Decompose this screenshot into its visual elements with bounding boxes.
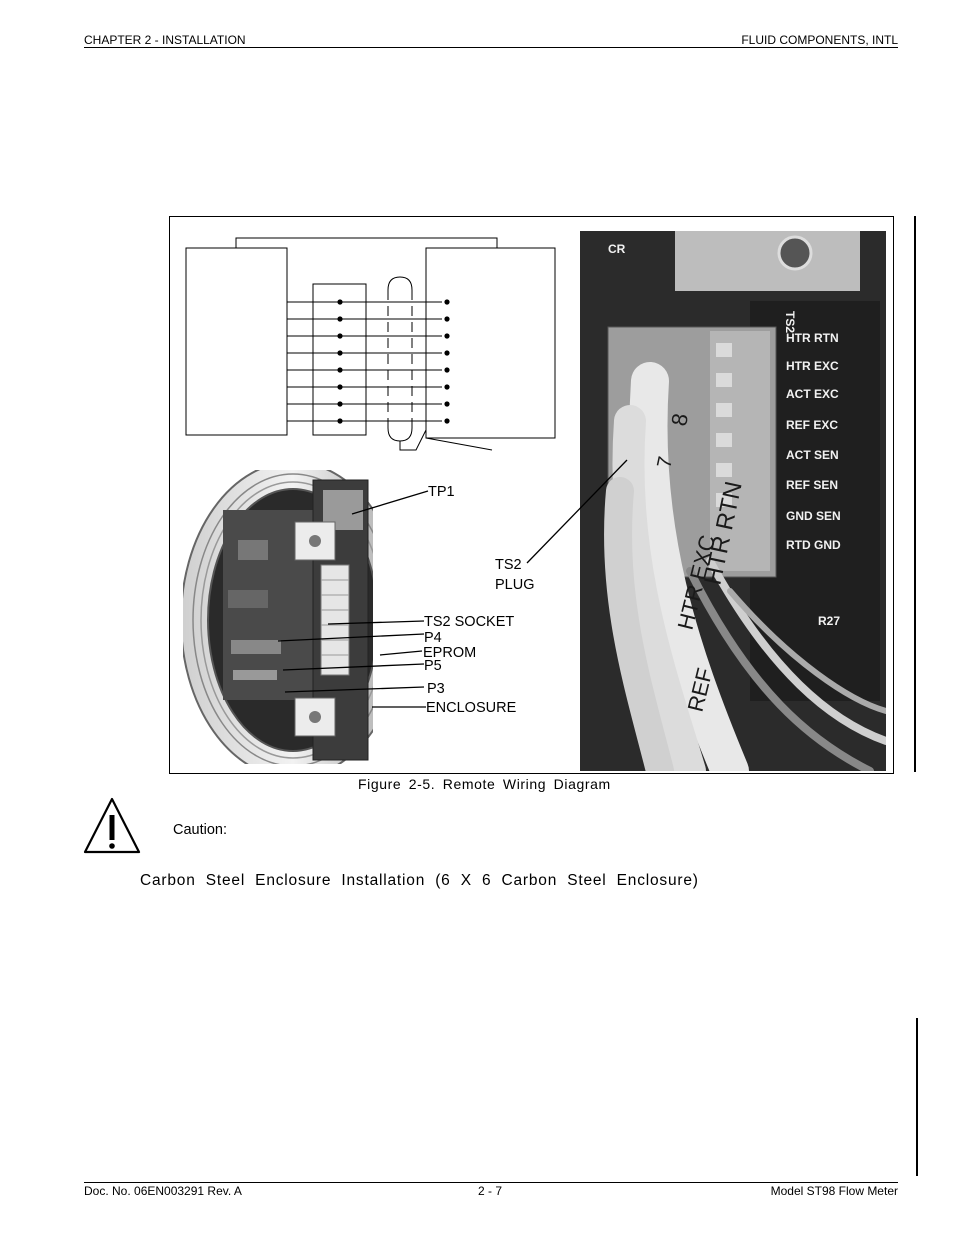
callout-ts2-plug-line2: PLUG <box>495 577 535 593</box>
callout-p3: P3 <box>427 681 445 697</box>
footer-right: Model ST98 Flow Meter <box>770 1184 898 1198</box>
change-bar-bottom <box>916 1018 918 1176</box>
figure-caption: Figure 2-5. Remote Wiring Diagram <box>358 776 611 792</box>
terminal-label-rtd-gnd: RTD GND <box>786 538 841 552</box>
footer-left: Doc. No. 06EN003291 Rev. A <box>84 1184 242 1198</box>
terminal-label-gnd-sen: GND SEN <box>786 509 841 523</box>
wire-label-8: 8 <box>666 411 693 427</box>
terminal-label-act-sen: ACT SEN <box>786 448 839 462</box>
wiring-schematic <box>185 237 556 451</box>
header-rule <box>84 47 898 48</box>
terminal-label-act-exc: ACT EXC <box>786 387 839 401</box>
callout-eprom: EPROM <box>423 645 477 661</box>
terminal-label-htr-rtn: HTR RTN <box>786 331 839 345</box>
terminal-label-ts2: TS2 <box>783 311 797 333</box>
callout-p4: P4 <box>424 630 442 646</box>
section-heading: Carbon Steel Enclosure Installation (6 X… <box>140 872 699 889</box>
header-left: CHAPTER 2 - INSTALLATION <box>84 33 246 47</box>
header-right: FLUID COMPONENTS, INTL <box>741 33 898 47</box>
terminal-label-ref-sen: REF SEN <box>786 478 838 492</box>
callout-ts2-socket: TS2 SOCKET <box>424 614 515 630</box>
callout-tp1: TP1 <box>428 484 455 500</box>
page-number: 2 - 7 <box>478 1184 503 1198</box>
wire-label-7: 7 <box>653 455 677 470</box>
terminal-label-r27: R27 <box>818 614 840 628</box>
change-bar-top <box>914 216 916 772</box>
callout-ts2-plug-line1: TS2 <box>495 557 522 573</box>
footer-rule <box>84 1182 898 1183</box>
caution-label: Caution: <box>173 822 228 838</box>
terminal-label-htr-exc: HTR EXC <box>786 359 839 373</box>
terminal-label-cr: CR <box>608 242 626 256</box>
callout-p5: P5 <box>424 658 442 674</box>
terminal-block-photo: TS2 HTR RTN HTR EXC ACT EXC REF EXC ACT … <box>580 231 886 771</box>
terminal-label-ref-exc: REF EXC <box>786 418 838 432</box>
callout-enclosure: ENCLOSURE <box>426 700 517 716</box>
figure-frame <box>169 216 894 774</box>
warning-triangle-icon <box>83 797 141 854</box>
